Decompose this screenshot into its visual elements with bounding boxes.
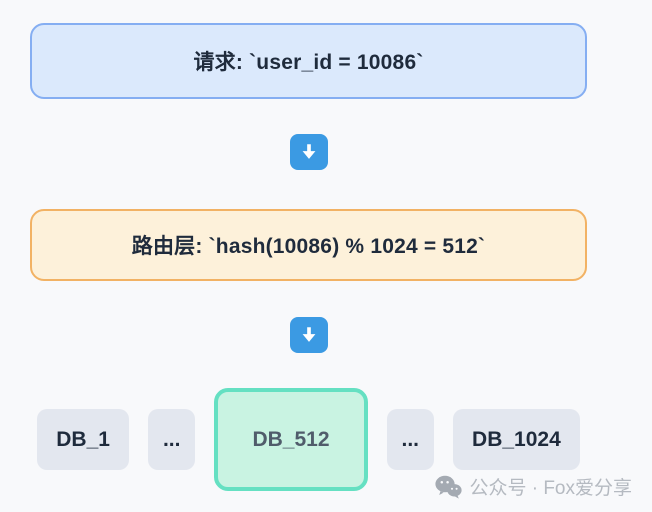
request-box-label: 请求: `user_id = 10086`: [193, 51, 424, 74]
down-arrow-icon: [289, 317, 328, 353]
db-node-512-highlighted: DB_512: [214, 388, 368, 491]
routing-box: 路由层: `hash(10086) % 1024 = 512`: [30, 209, 587, 281]
wechat-icon: [435, 475, 463, 499]
db-node-row: DB_1 ... DB_512 ... DB_1024: [37, 388, 580, 491]
routing-box-label: 路由层: `hash(10086) % 1024 = 512`: [131, 235, 486, 258]
db-node-1: DB_1: [37, 409, 129, 470]
watermark: 公众号 · Fox爱分享: [435, 473, 632, 500]
flow-column: 请求: `user_id = 10086` 路由层: `hash(10086) …: [30, 23, 587, 491]
down-arrow-icon: [289, 134, 328, 170]
watermark-text: 公众号 · Fox爱分享: [469, 478, 632, 499]
db-ellipsis: ...: [147, 409, 196, 470]
db-node-1024: DB_1024: [453, 409, 580, 470]
request-box: 请求: `user_id = 10086`: [30, 23, 587, 99]
db-ellipsis: ...: [386, 409, 435, 470]
